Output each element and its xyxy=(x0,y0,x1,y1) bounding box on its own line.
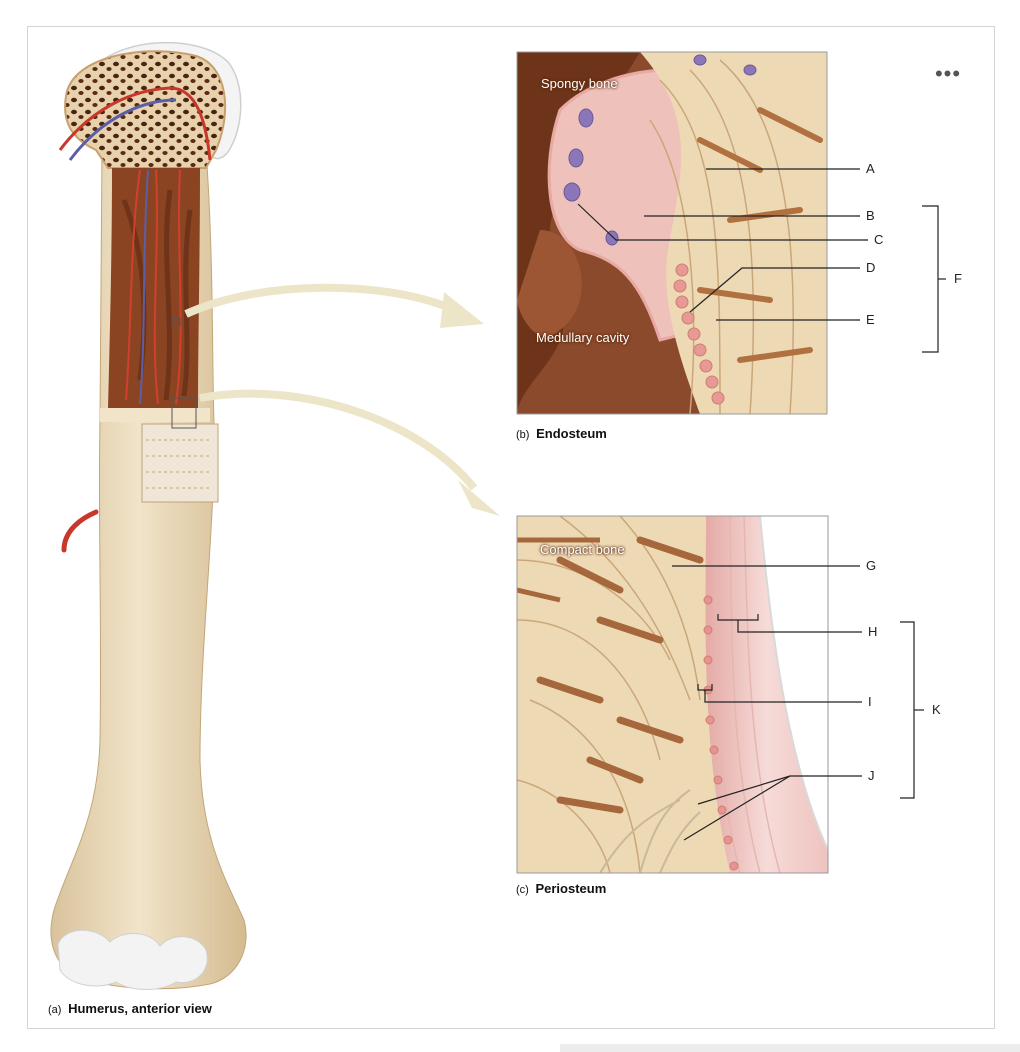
humerus-illustration xyxy=(51,43,246,990)
caption-humerus-tag: (a) xyxy=(48,1004,61,1016)
label-D: D xyxy=(866,260,875,275)
label-H: H xyxy=(868,624,877,639)
caption-humerus-title: Humerus, anterior view xyxy=(68,1001,212,1016)
label-E: E xyxy=(866,312,875,327)
endosteum-illustration xyxy=(517,52,827,414)
label-I: I xyxy=(868,694,872,709)
compact-bone-label: Compact bone xyxy=(540,542,625,557)
label-G: G xyxy=(866,558,876,573)
medullary-cavity-label: Medullary cavity xyxy=(536,330,629,345)
more-options-button[interactable]: ••• xyxy=(928,62,968,86)
label-K: K xyxy=(932,702,941,717)
caption-periosteum-tag: (c) xyxy=(516,884,529,896)
label-A: A xyxy=(866,161,875,176)
label-F: F xyxy=(954,271,962,286)
spongy-bone-label: Spongy bone xyxy=(541,76,618,91)
caption-endosteum: (b) Endosteum xyxy=(516,426,607,441)
caption-endosteum-title: Endosteum xyxy=(536,426,607,441)
caption-endosteum-tag: (b) xyxy=(516,429,529,441)
caption-humerus: (a) Humerus, anterior view xyxy=(48,1001,212,1016)
caption-periosteum-title: Periosteum xyxy=(535,881,606,896)
caption-periosteum: (c) Periosteum xyxy=(516,881,606,896)
label-C: C xyxy=(874,232,883,247)
footer-bar xyxy=(560,1044,1020,1052)
periosteum-illustration xyxy=(517,516,828,873)
label-J: J xyxy=(868,768,875,783)
zoom-arrows xyxy=(186,288,500,516)
label-B: B xyxy=(866,208,875,223)
